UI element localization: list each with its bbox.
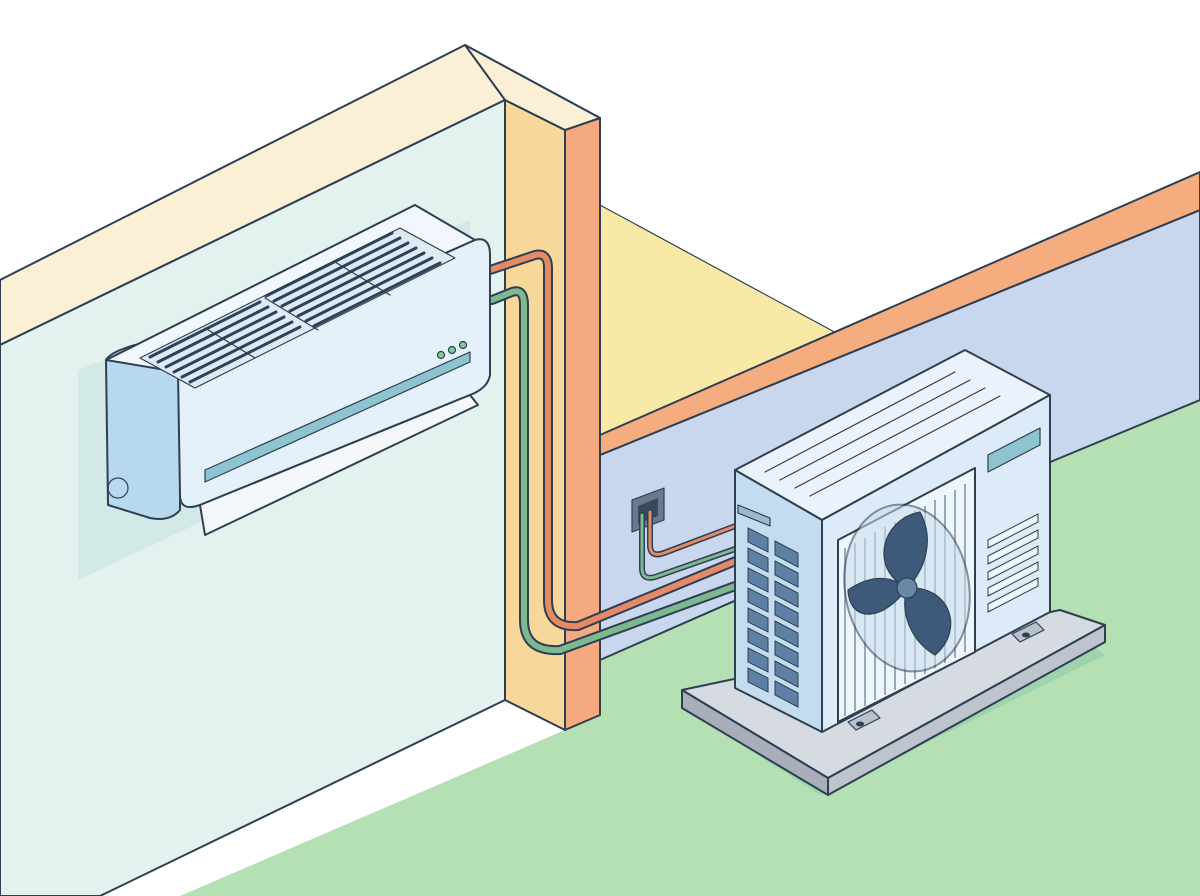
outdoor-unit-top-vents (764, 371, 1001, 497)
wall-edge-front (504, 99, 566, 731)
outdoor-unit-group (680, 349, 1106, 796)
indoor-unit-front (177, 238, 491, 508)
outdoor-unit-label-panel (987, 427, 1041, 473)
fan-blade (847, 577, 908, 615)
wall-edge-top (464, 44, 601, 131)
indicator-led (436, 350, 446, 360)
fan-blade (904, 587, 952, 656)
mounting-foot (1011, 621, 1045, 643)
fan-icon (843, 503, 971, 673)
indicator-led (447, 345, 457, 355)
mounting-pad-side (827, 624, 1106, 796)
refrigerant-lines (485, 249, 743, 656)
split-ac-indoor-unit-icon (105, 204, 491, 536)
outdoor-unit-pipe-valve (737, 504, 771, 527)
side-grille (747, 527, 799, 708)
outlet-pipes (639, 509, 741, 581)
indoor-unit-side (105, 334, 181, 520)
front-vent-slots (987, 513, 1039, 613)
fan-blade (883, 511, 928, 589)
indoor-unit-display-strip (204, 351, 471, 483)
fan-hub (896, 577, 918, 599)
indoor-unit-louver (199, 394, 479, 536)
mounting-foot (847, 709, 881, 731)
indicator-led (458, 340, 468, 350)
indoor-unit-vent-grille (139, 227, 456, 389)
